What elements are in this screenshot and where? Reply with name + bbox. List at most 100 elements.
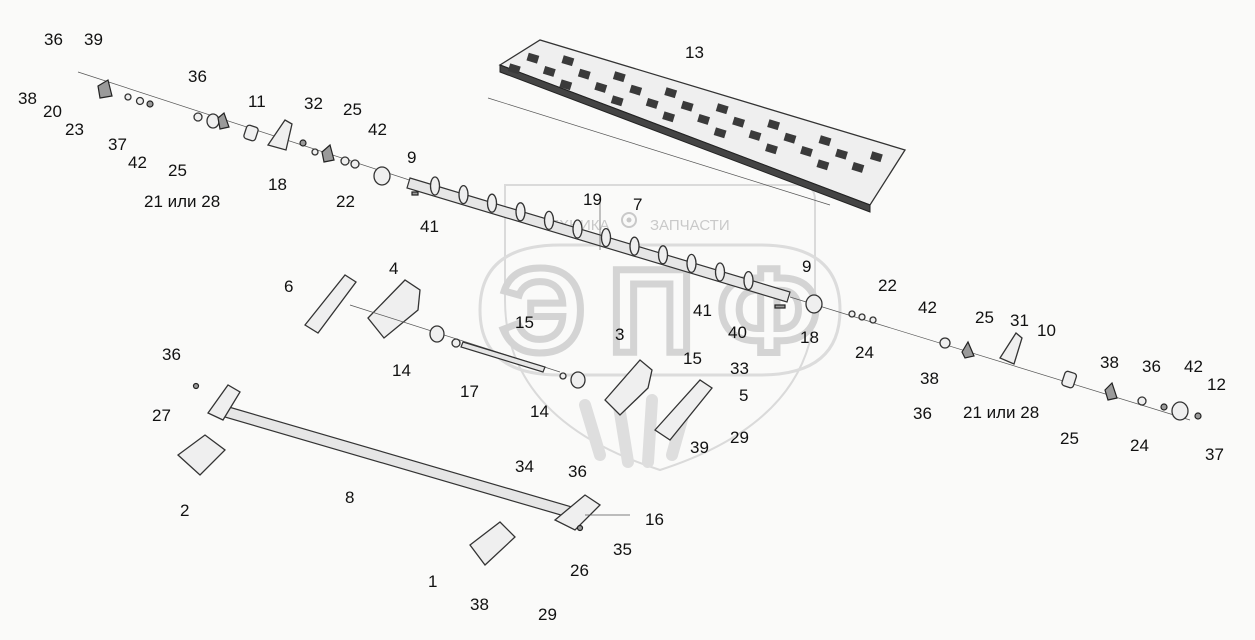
shaft-roller <box>572 219 583 239</box>
bracket-part-38-right <box>1104 381 1118 401</box>
shaft-roller <box>714 262 726 282</box>
label-31: 31 <box>1010 311 1029 330</box>
label-25: 25 <box>1060 429 1079 448</box>
label-8: 8 <box>345 488 354 507</box>
belt-cell <box>662 111 676 123</box>
label-10: 10 <box>1037 321 1056 340</box>
belt-cell <box>851 162 865 173</box>
shaft-roller <box>629 236 640 256</box>
ring-part-15 <box>451 338 461 348</box>
belt-cell <box>713 127 727 139</box>
label-38: 38 <box>1100 353 1119 372</box>
guard-part-4 <box>367 279 421 339</box>
spring-part-21-28 <box>243 124 259 142</box>
shaft-roller <box>458 184 469 205</box>
washer-right-2 <box>858 313 866 321</box>
washer-left <box>193 112 203 122</box>
belt-cell <box>765 143 778 155</box>
key-part-41-right <box>774 304 786 309</box>
belt-cell <box>542 65 556 77</box>
shaft-roller <box>515 202 526 222</box>
label-20: 20 <box>43 102 62 121</box>
label-36: 36 <box>568 462 587 481</box>
label-19: 19 <box>583 190 602 209</box>
plate-part-31 <box>999 332 1023 365</box>
belt-cell <box>680 100 694 112</box>
belt-cell <box>526 52 540 64</box>
belt-cell <box>507 63 521 75</box>
label-15: 15 <box>515 313 534 332</box>
washer-right-1 <box>848 310 856 318</box>
label-17: 17 <box>460 382 479 401</box>
label-5: 5 <box>739 386 748 405</box>
pin-part-35 <box>576 524 584 532</box>
guard-part-1 <box>469 521 516 566</box>
label-12: 12 <box>1207 375 1226 394</box>
label-29: 29 <box>730 428 749 447</box>
belt-cell <box>664 87 678 99</box>
guard-part-2 <box>176 434 226 476</box>
label-33: 33 <box>730 359 749 378</box>
label-36: 36 <box>162 345 181 364</box>
label-39: 39 <box>84 30 103 49</box>
label-7: 7 <box>633 195 642 214</box>
label-27: 27 <box>152 406 171 425</box>
label-9: 9 <box>407 148 416 167</box>
label-1: 1 <box>428 572 437 591</box>
guard-part-15 <box>604 359 653 416</box>
label-37: 37 <box>1205 445 1224 464</box>
label-29: 29 <box>538 605 557 624</box>
label-38: 38 <box>18 89 37 108</box>
bracket-part-20 <box>97 79 113 99</box>
plate-part-5 <box>654 379 713 441</box>
label-40: 40 <box>728 323 747 342</box>
belt-cell <box>629 84 643 96</box>
shaft-roller <box>429 176 441 196</box>
label-24: 24 <box>1130 436 1149 455</box>
belt-cell <box>767 119 781 131</box>
label-32: 32 <box>304 94 323 113</box>
label-37: 37 <box>108 135 127 154</box>
belt-cell <box>816 159 830 171</box>
middle-left-assembly <box>304 274 713 441</box>
label-36: 36 <box>913 404 932 423</box>
belt-cell <box>561 55 575 67</box>
callout-labels: 36 39 38 20 23 36 37 42 25 11 32 25 42 9… <box>18 30 1226 624</box>
label-38: 38 <box>920 369 939 388</box>
clamp-part-25 <box>321 143 335 163</box>
belt-cell <box>783 132 797 144</box>
shaft-roller <box>743 270 754 291</box>
label-36: 36 <box>188 67 207 86</box>
mesh-belt <box>487 39 907 213</box>
shaft-roller <box>543 210 555 231</box>
washer-part-42-end <box>1137 396 1147 406</box>
upper-right-axis <box>789 296 1191 421</box>
label-18: 18 <box>800 328 819 347</box>
label-25: 25 <box>975 308 994 327</box>
bolt-part-37 <box>1194 412 1202 420</box>
label-11: 11 <box>248 92 266 111</box>
watermark-line-right: ЗАПЧАСТИ <box>650 217 730 234</box>
shaft-roller <box>657 245 669 265</box>
belt-cell <box>715 103 729 115</box>
label-14: 14 <box>392 361 411 380</box>
shaft-roller <box>600 227 612 248</box>
plate-part-11 <box>266 119 293 151</box>
washer-part-37 <box>124 93 132 101</box>
washer-part-42b <box>350 159 360 169</box>
sprocket-part-9-right <box>805 294 823 314</box>
washer-part-22 <box>340 156 350 166</box>
clamp-part-25-right <box>961 340 975 359</box>
label-6: 6 <box>284 277 293 296</box>
label-15: 15 <box>683 349 702 368</box>
bracket-part-27 <box>207 384 241 421</box>
washer-part-22-right <box>869 316 877 324</box>
label-4: 4 <box>389 259 398 278</box>
label-24: 24 <box>855 343 874 362</box>
belt-cell <box>577 68 591 80</box>
belt-leader <box>487 97 831 206</box>
label-16: 16 <box>645 510 664 529</box>
key-part-41 <box>411 191 419 196</box>
